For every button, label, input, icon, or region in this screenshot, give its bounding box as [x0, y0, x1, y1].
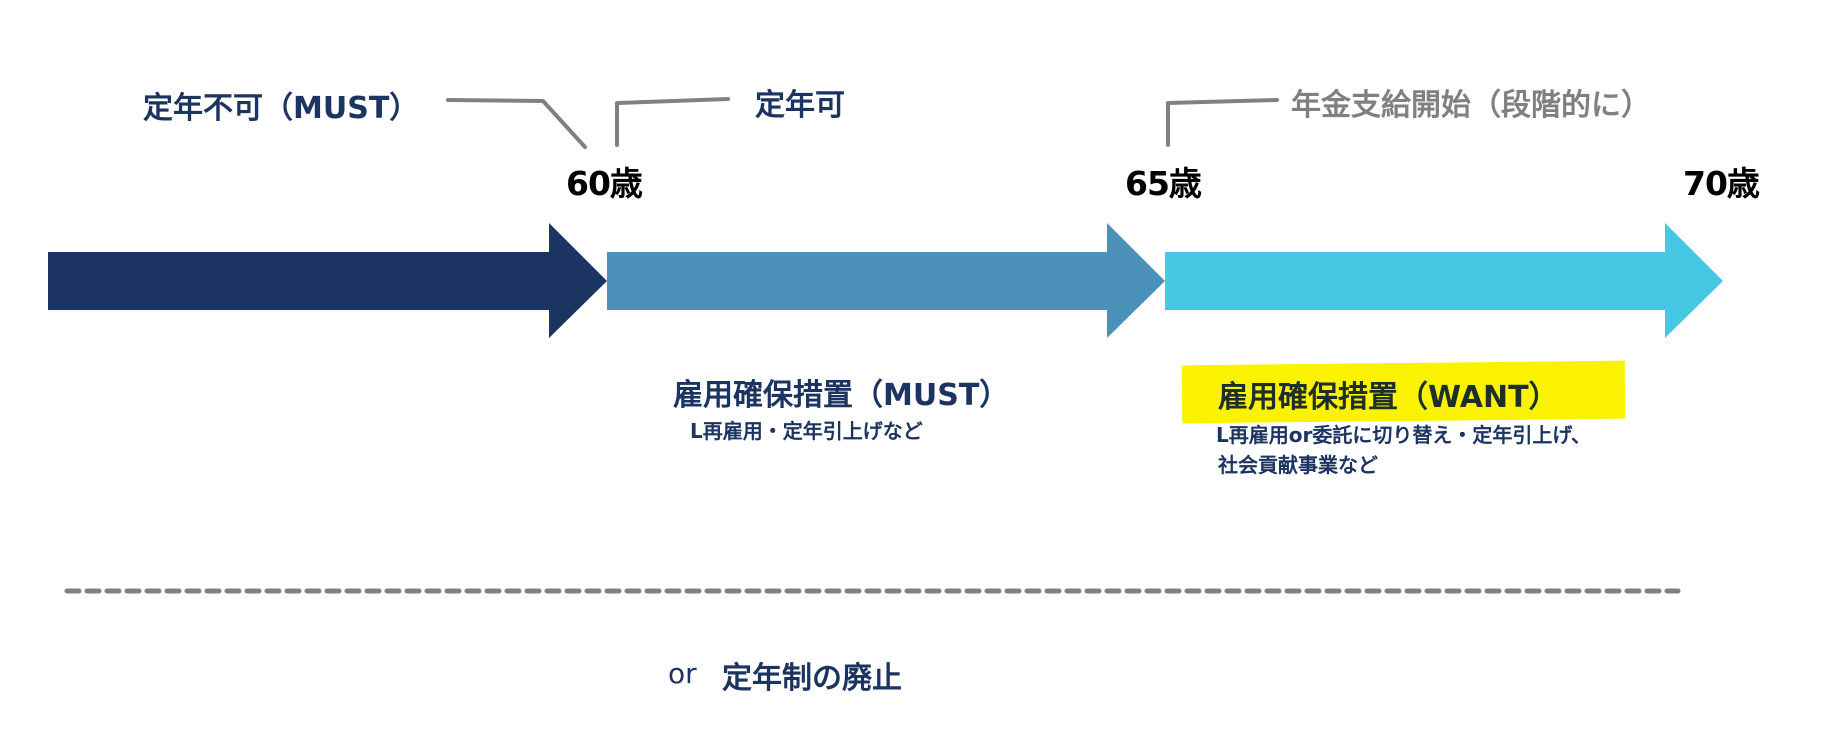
want-measure-detail-line2: 社会貢献事業など: [1218, 453, 1378, 477]
must-measure-title: 雇用確保措置（MUST）: [673, 378, 1010, 413]
connector-line-retirement-allowed: [615, 97, 730, 147]
must-measure-detail: L再雇用・定年引上げなど: [690, 419, 923, 443]
timeline-arrow-65-to-70: [1165, 223, 1723, 338]
want-measure-title: 雇用確保措置（WANT）: [1218, 380, 1559, 415]
timeline-arrow-before-60: [48, 223, 607, 338]
age-marker-65: 65歳: [1125, 164, 1202, 203]
connector-line-no-retirement: [446, 98, 587, 149]
label-pension-start: 年金支給開始（段階的に）: [1291, 88, 1651, 123]
connector-line-pension-start: [1166, 98, 1279, 147]
alternative-prefix: or: [668, 657, 697, 690]
alternative-text: 定年制の廃止: [722, 661, 902, 696]
want-measure-detail-line1: L再雇用or委託に切り替え・定年引上げ、: [1216, 423, 1591, 447]
label-no-retirement-must: 定年不可（MUST）: [143, 91, 420, 126]
age-marker-60: 60歳: [566, 164, 643, 203]
timeline-arrow-60-to-65: [607, 223, 1165, 338]
label-retirement-allowed: 定年可: [755, 88, 845, 123]
age-marker-70: 70歳: [1683, 164, 1760, 203]
